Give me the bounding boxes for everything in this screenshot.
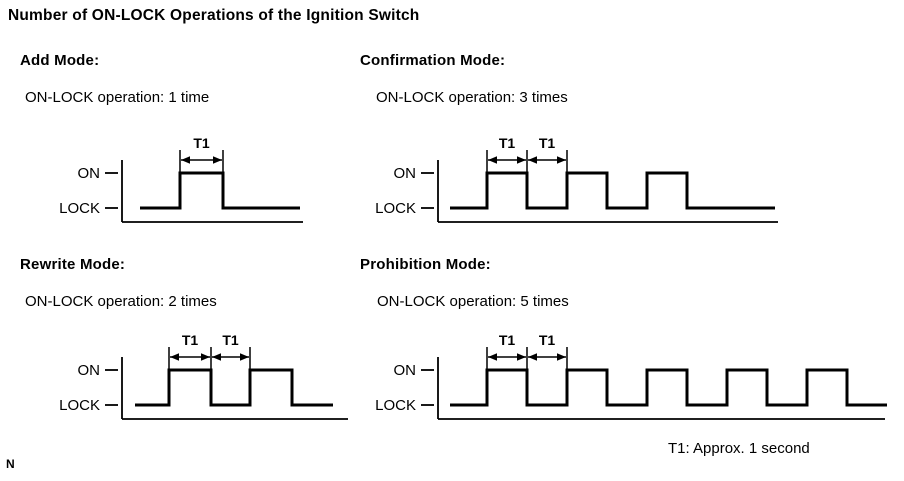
lock-label: LOCK — [59, 200, 100, 217]
t1-arrowhead-left — [528, 156, 537, 164]
t1-label: T1 — [182, 332, 199, 348]
t1-arrowhead-right — [557, 353, 566, 361]
mode-heading-confirmation: Confirmation Mode: — [360, 52, 506, 69]
t1-arrowhead-left — [488, 353, 497, 361]
mode-heading-prohibition: Prohibition Mode: — [360, 256, 491, 273]
waveform-add: ON LOCK T1 — [59, 135, 303, 223]
page-marker: N — [6, 457, 15, 471]
t1-arrowhead-right — [213, 156, 222, 164]
t1-arrowhead-left — [528, 353, 537, 361]
on-label: ON — [394, 362, 417, 379]
lock-label: LOCK — [59, 397, 100, 414]
mode-operation-prohibition: ON-LOCK operation: 5 times — [377, 293, 569, 310]
signal-wave-path — [450, 368, 887, 407]
signal-wave-path — [135, 368, 333, 407]
t1-definition-note: T1: Approx. 1 second — [668, 440, 810, 457]
mode-operation-confirmation: ON-LOCK operation: 3 times — [376, 89, 568, 106]
lock-label: LOCK — [375, 397, 416, 414]
page-title: Number of ON-LOCK Operations of the Igni… — [8, 7, 420, 24]
on-label: ON — [78, 165, 101, 182]
t1-arrowhead-right — [240, 353, 249, 361]
t1-arrowhead-left — [212, 353, 221, 361]
t1-label: T1 — [499, 332, 516, 348]
waveform-rewrite: ON LOCK T1 T1 — [59, 332, 348, 420]
signal-wave-path — [140, 171, 300, 210]
t1-arrowhead-right — [201, 353, 210, 361]
waveform-prohibition: ON LOCK T1 T1 — [375, 332, 887, 420]
t1-label: T1 — [539, 332, 556, 348]
t1-label: T1 — [193, 135, 210, 151]
waveform-confirmation: ON LOCK T1 T1 — [375, 135, 778, 223]
t1-arrowhead-right — [557, 156, 566, 164]
mode-operation-add: ON-LOCK operation: 1 time — [25, 89, 210, 106]
on-label: ON — [78, 362, 101, 379]
mode-heading-rewrite: Rewrite Mode: — [20, 256, 126, 273]
t1-arrowhead-left — [181, 156, 190, 164]
on-label: ON — [394, 165, 417, 182]
mode-heading-add: Add Mode: — [20, 52, 100, 69]
t1-arrowhead-right — [517, 353, 526, 361]
t1-arrowhead-left — [170, 353, 179, 361]
mode-operation-rewrite: ON-LOCK operation: 2 times — [25, 293, 217, 310]
t1-arrowhead-left — [488, 156, 497, 164]
t1-label: T1 — [499, 135, 516, 151]
t1-arrowhead-right — [517, 156, 526, 164]
t1-label: T1 — [222, 332, 239, 348]
lock-label: LOCK — [375, 200, 416, 217]
signal-wave-path — [450, 171, 775, 210]
t1-label: T1 — [539, 135, 556, 151]
